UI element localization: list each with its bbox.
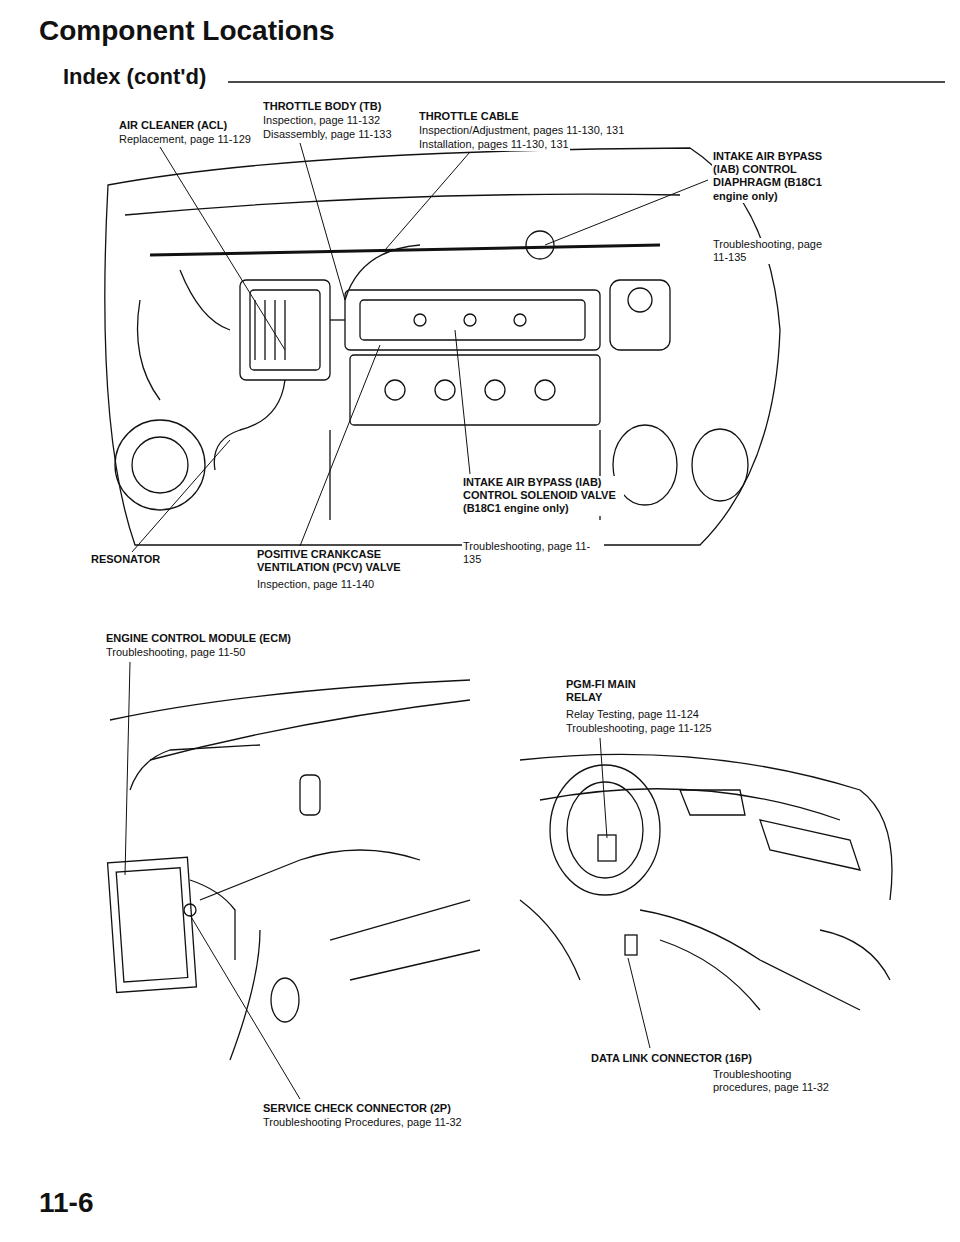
component-name: RESONATOR xyxy=(90,553,161,566)
reference-note: Troubleshooting, page 11-125 xyxy=(565,722,713,735)
reference-note: Replacement, page 11-129 xyxy=(118,133,252,146)
reference-note: Relay Testing, page 11-124 xyxy=(565,708,700,721)
reference-note: Inspection, page 11-132 xyxy=(262,114,381,127)
component-name: THROTTLE CABLE xyxy=(418,110,520,123)
reference-note: Inspection, page 11-140 xyxy=(256,578,375,591)
reference-note: Troubleshooting, page 11-50 xyxy=(105,646,246,659)
component-name: POSITIVE CRANKCASE VENTILATION (PCV) VAL… xyxy=(256,548,418,574)
reference-note: Troubleshooting procedures, page 11-32 xyxy=(712,1068,834,1094)
component-name: SERVICE CHECK CONNECTOR (2P) xyxy=(262,1102,452,1115)
component-name: THROTTLE BODY (TB) xyxy=(262,100,382,113)
page-title: Component Locations xyxy=(38,14,336,48)
component-name: ENGINE CONTROL MODULE (ECM) xyxy=(105,632,292,645)
reference-note: Troubleshooting Procedures, page 11-32 xyxy=(262,1116,463,1129)
reference-note: Installation, pages 11-130, 131 xyxy=(418,138,570,151)
component-name: INTAKE AIR BYPASS (IAB) CONTROL SOLENOID… xyxy=(462,476,624,516)
component-name: PGM-FI MAIN RELAY xyxy=(565,678,667,704)
section-heading: Index (cont'd) xyxy=(62,64,207,90)
reference-note: Troubleshooting, page 11-135 xyxy=(712,238,832,264)
component-name: DATA LINK CONNECTOR (16P) xyxy=(590,1052,753,1065)
reference-note: Disassembly, page 11-133 xyxy=(262,128,393,141)
reference-note: Inspection/Adjustment, pages 11-130, 131 xyxy=(418,124,625,137)
component-name: INTAKE AIR BYPASS (IAB) CONTROL DIAPHRAG… xyxy=(712,150,832,203)
component-name: AIR CLEANER (ACL) xyxy=(118,119,228,132)
reference-note: Troubleshooting, page 11-135 xyxy=(462,540,604,566)
page-number: 11-6 xyxy=(38,1186,95,1220)
